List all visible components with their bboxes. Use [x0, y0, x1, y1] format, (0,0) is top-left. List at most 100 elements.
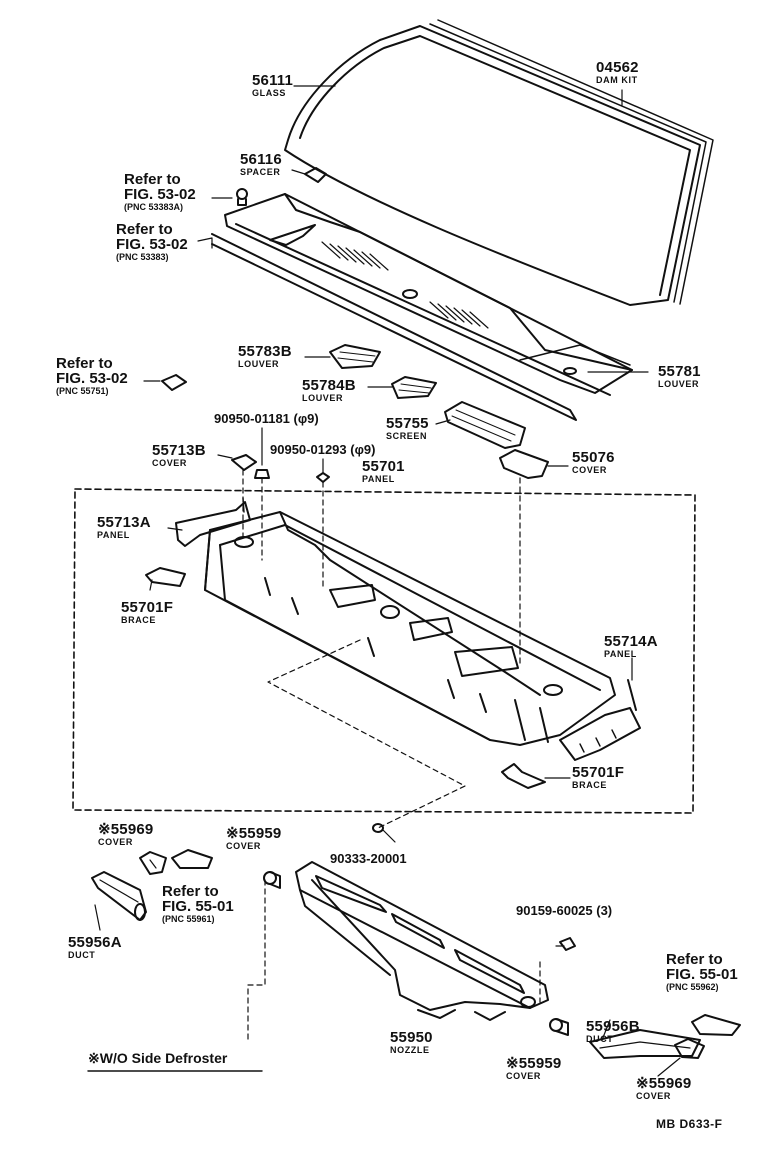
ref-fig-53-02-pnc-53383: Refer to FIG. 53-02 (PNC 53383) — [116, 221, 188, 262]
part-name: COVER — [506, 1071, 542, 1081]
ref-fig-53-02-pnc-53383a: Refer to FIG. 53-02 (PNC 53383A) — [124, 171, 196, 212]
part-name: SCREEN — [386, 431, 428, 441]
cover-959-bottom-drawing — [549, 1018, 569, 1036]
clip-01181-drawing — [254, 469, 270, 479]
windshield-glass-drawing — [284, 19, 714, 306]
part-name: COVER — [152, 458, 188, 468]
figure-code: MB D633-F — [656, 1117, 723, 1131]
cover-969-right-drawing — [674, 1038, 705, 1059]
label-duct-55956a: 55956A DUCT — [68, 935, 122, 960]
label-panel-55701: 55701 PANEL — [362, 459, 405, 484]
ref-fig-53-02-pnc-55751: Refer to FIG. 53-02 (PNC 55751) — [56, 355, 128, 396]
part-name: BRACE — [121, 615, 157, 625]
cover-55076-drawing — [499, 449, 549, 479]
duct-a-drawing — [91, 871, 147, 921]
label-nozzle-55950: 55950 NOZZLE — [390, 1030, 433, 1055]
label-clip-90950-01293: 90950-01293 (φ9) — [270, 442, 376, 457]
part-number: 55076 — [572, 449, 615, 466]
clip-55751-drawing — [161, 374, 187, 391]
louver-55784b-drawing — [391, 376, 437, 399]
label-screen: 55755 SCREEN — [386, 416, 429, 441]
part-number: 55713B — [152, 442, 206, 459]
spacer-drawing — [304, 167, 327, 183]
brace-left-drawing — [145, 567, 186, 587]
part-number: 55701F — [121, 599, 174, 616]
louver-55783b-drawing — [329, 344, 381, 369]
part-number: 55701 — [362, 458, 405, 475]
part-name: DUCT — [68, 950, 96, 960]
part-number: 55956B — [586, 1018, 640, 1035]
part-number: 55713A — [97, 514, 151, 531]
label-panel-55713a: 55713A PANEL — [97, 515, 151, 540]
label-panel-55714a: 55714A PANEL — [604, 634, 658, 659]
part-name: COVER — [572, 465, 608, 475]
part-number: 55701F — [572, 764, 625, 781]
screen-drawing — [444, 401, 526, 449]
label-duct-55956b: 55956B DUCT — [586, 1019, 640, 1044]
part-name: DAM KIT — [596, 75, 638, 85]
part-number: 55714A — [604, 633, 658, 650]
part-name: DUCT — [586, 1034, 614, 1044]
part-name: COVER — [636, 1091, 672, 1101]
label-cover-55076: 55076 COVER — [572, 450, 615, 475]
label-cover-55959-top: ※55959 COVER — [226, 826, 281, 851]
label-cover-55713b: 55713B COVER — [152, 443, 206, 468]
part-number: 55783B — [238, 343, 292, 360]
label-glass: 56111 GLASS — [252, 73, 293, 98]
cowl-louver-drawing — [224, 193, 633, 396]
part-name: COVER — [226, 841, 262, 851]
weather-strip-drawing — [211, 233, 577, 421]
label-cover-55969-left: ※55969 COVER — [98, 822, 153, 847]
ref-55961-part-drawing — [171, 849, 213, 869]
clip-53383a-drawing — [236, 188, 248, 206]
label-spacer: 56116 SPACER — [240, 152, 282, 177]
nozzle-drawing — [295, 861, 549, 1021]
ref-fig-55-01-pnc-55962: Refer to FIG. 55-01 (PNC 55962) — [666, 951, 738, 992]
part-number: 56116 — [240, 151, 282, 168]
part-name: BRACE — [572, 780, 608, 790]
footnote-wo-side-defroster: ※W/O Side Defroster — [88, 1050, 228, 1066]
panel-assembly-boundary — [72, 488, 696, 814]
ref-55962-part-drawing — [691, 1014, 741, 1036]
part-name: LOUVER — [302, 393, 344, 403]
panel-55714a-drawing — [559, 679, 641, 761]
part-number: ※55959 — [226, 825, 282, 842]
duct-b-drawing — [589, 1029, 701, 1059]
label-louver-55783b: 55783B LOUVER — [238, 344, 292, 369]
part-number: ※55969 — [98, 821, 154, 838]
part-name: PANEL — [362, 474, 395, 484]
part-number: 56111 — [252, 72, 294, 89]
cowl-louver-slots — [321, 241, 489, 329]
label-cover-55969-right: ※55969 COVER — [636, 1076, 691, 1101]
part-number: 04562 — [596, 59, 639, 76]
label-cover-55959-bottom: ※55959 COVER — [506, 1056, 561, 1081]
label-dam-kit: 04562 DAM KIT — [596, 60, 639, 85]
part-number: 55956A — [68, 934, 122, 951]
part-name: GLASS — [252, 88, 287, 98]
label-louver-55784b: 55784B LOUVER — [302, 378, 356, 403]
label-clip-90950-01181: 90950-01181 (φ9) — [214, 411, 319, 426]
part-name: LOUVER — [238, 359, 280, 369]
part-number: 55950 — [390, 1029, 433, 1046]
part-number: 55784B — [302, 377, 356, 394]
cover-55713b-drawing — [231, 454, 257, 471]
part-name: PANEL — [97, 530, 130, 540]
label-brace-left: 55701F BRACE — [121, 600, 173, 625]
part-name: NOZZLE — [390, 1045, 430, 1055]
label-bolt-90159-60025: 90159-60025 (3) — [516, 903, 613, 918]
cover-959-top-drawing — [263, 871, 281, 889]
label-louver-55781: 55781 LOUVER — [658, 364, 701, 389]
ref-fig-55-01-pnc-55961: Refer to FIG. 55-01 (PNC 55961) — [162, 883, 234, 924]
label-brace-right: 55701F BRACE — [572, 765, 624, 790]
label-grommet-90333-20001: 90333-20001 — [330, 851, 407, 866]
part-number: ※55959 — [506, 1055, 562, 1072]
part-name: COVER — [98, 837, 134, 847]
part-name: LOUVER — [658, 379, 700, 389]
cowl-panel-drawing — [204, 511, 616, 746]
part-name: PANEL — [604, 649, 637, 659]
cover-969-left-drawing — [139, 851, 167, 875]
grommet-drawing — [372, 823, 384, 833]
brace-right-drawing — [501, 763, 546, 789]
